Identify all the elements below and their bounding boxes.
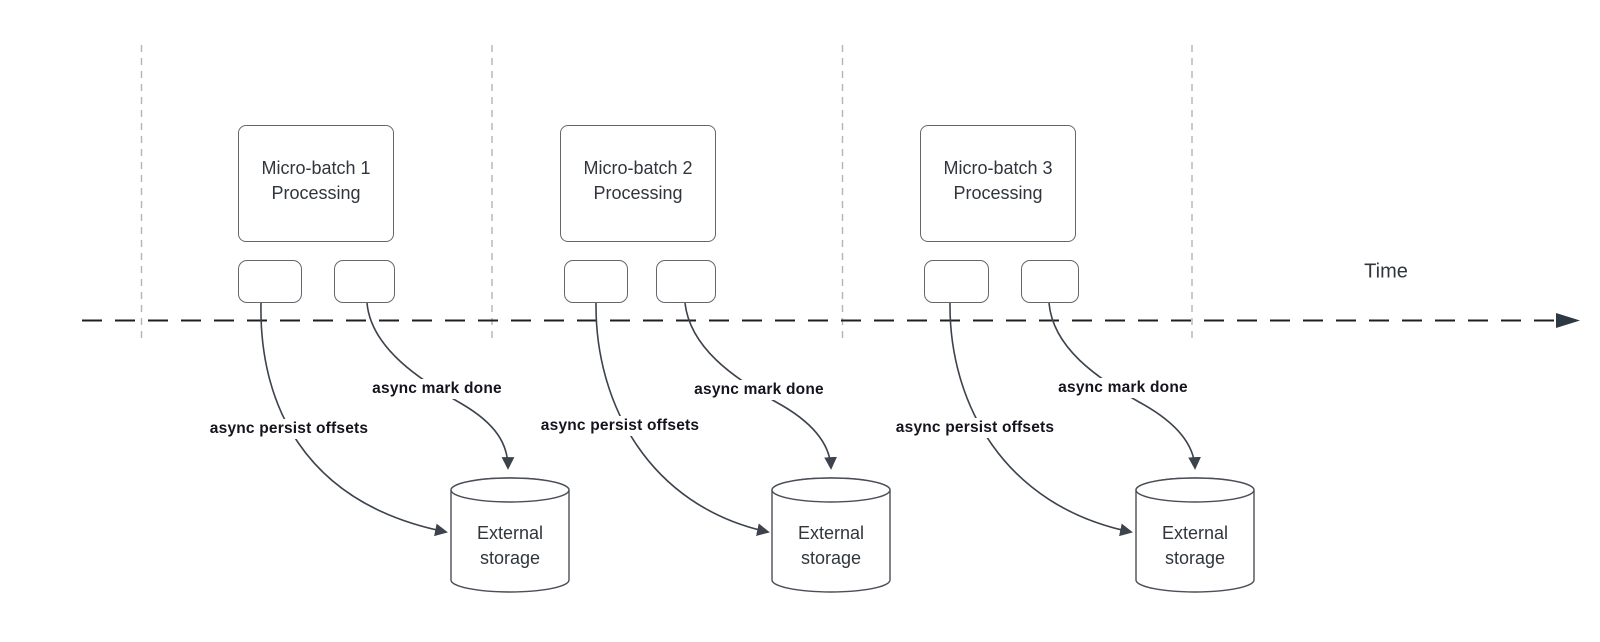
external-storage-cylinder-2 <box>771 477 891 593</box>
microbatch-2-mark-done-box <box>656 260 716 303</box>
mark-done-arrow-3 <box>1048 302 1201 470</box>
mark-done-arrow-1 <box>366 302 515 470</box>
microbatch-3-offset-commit-box <box>924 260 989 303</box>
microbatch-2-title-line2: Processing <box>593 182 683 203</box>
external-storage-label-3: External storage <box>1161 522 1229 568</box>
microbatch-2-offset-commit-box <box>564 260 628 303</box>
microbatch-2-title-line1: Micro-batch 2 <box>583 158 693 179</box>
microbatch-3-title-line2: Processing <box>953 182 1043 203</box>
persist-offsets-arrow-2 <box>595 302 770 536</box>
time-axis <box>82 313 1580 328</box>
microbatch-3-title-line1: Micro-batch 3 <box>943 158 1053 179</box>
external-storage-label-1: External storage <box>476 522 544 568</box>
microbatch-1-title-line2: Processing <box>271 182 361 203</box>
microbatch-1-mark-done-box <box>334 260 395 303</box>
microbatch-3-processing-box: Micro-batch 3 Processing <box>920 125 1076 242</box>
persist-offsets-label-1: async persist offsets <box>205 419 373 439</box>
external-storage-label-2: External storage <box>797 522 865 568</box>
microbatch-1-title-line1: Micro-batch 1 <box>261 158 371 179</box>
external-storage-cylinder-3 <box>1135 477 1255 593</box>
mark-done-label-1: async mark done <box>368 379 506 399</box>
time-axis-arrowhead-icon <box>1556 313 1580 328</box>
microbatch-3-mark-done-box <box>1021 260 1079 303</box>
mark-done-label-3: async mark done <box>1054 378 1192 398</box>
mark-done-label-2: async mark done <box>690 380 828 400</box>
persist-offsets-arrow-1 <box>260 302 448 537</box>
persist-offsets-label-2: async persist offsets <box>536 416 704 436</box>
persist-offsets-label-3: async persist offsets <box>891 418 1059 438</box>
microbatch-1-processing-box: Micro-batch 1 Processing <box>238 125 394 242</box>
microbatch-1-offset-commit-box <box>238 260 302 303</box>
microbatch-2-processing-box: Micro-batch 2 Processing <box>560 125 716 242</box>
external-storage-cylinder-1 <box>450 477 570 593</box>
time-axis-label: Time <box>1364 260 1408 283</box>
persist-offsets-arrow-3 <box>949 302 1133 537</box>
